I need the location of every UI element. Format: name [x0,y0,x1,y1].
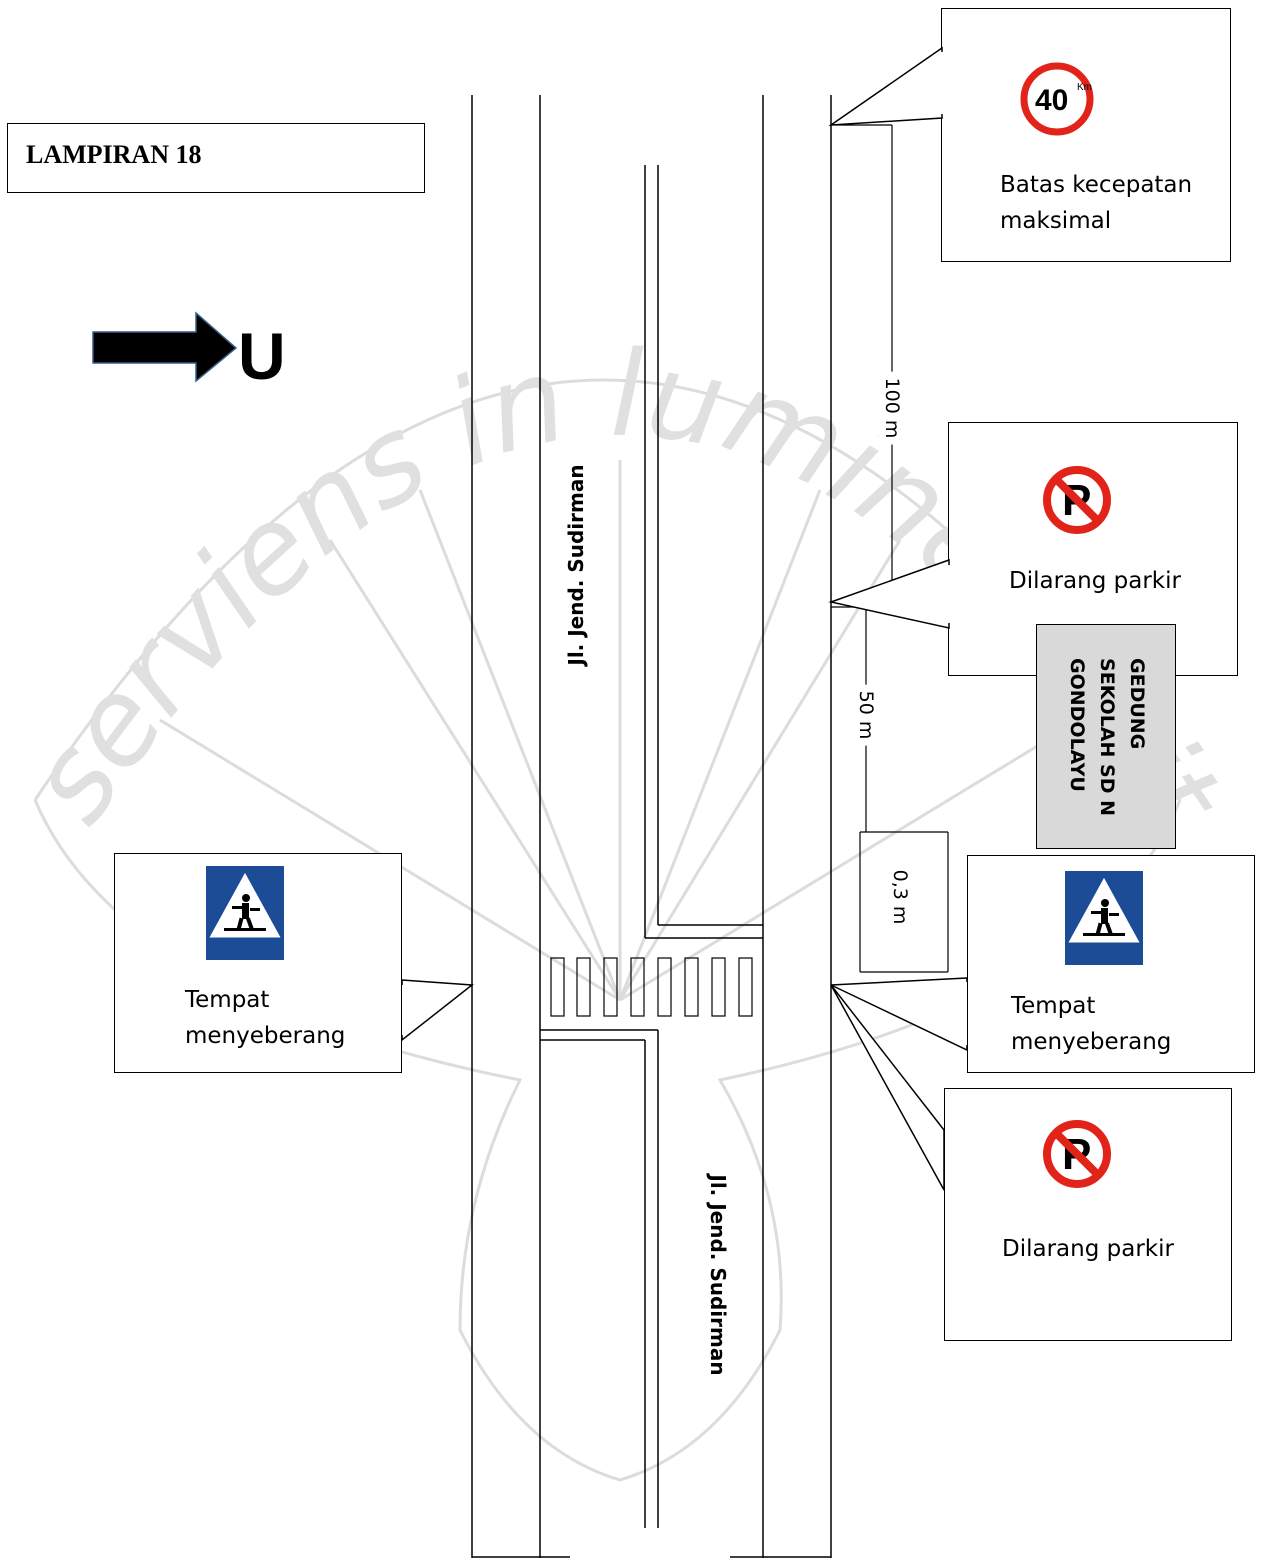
distance-50m: 50 m [853,684,879,746]
crossing-right-line2: menyeberang [1011,1029,1172,1055]
no-parking-top-label: Dilarang parkir [1009,568,1181,594]
pedestrian-crossing-icon [1065,871,1143,965]
distance-100m: 100 m [879,371,905,445]
callout-crossing-right: Tempat menyeberang [967,855,1255,1073]
no-parking-icon: P [1043,466,1111,534]
title-box: LAMPIRAN 18 [7,123,425,193]
school-line2: SEKOLAH SD N [1096,658,1118,816]
speed-label-line1: Batas kecepatan [1000,172,1193,198]
distance-guides [831,124,949,973]
crossing-right-line1: Tempat [1011,993,1096,1019]
road-name-lower: Jl. Jend. Sudirman [706,1174,730,1376]
distance-0-3m: 0,3 m [887,863,913,931]
north-letter: U [238,319,286,393]
callout-speed-limit: 40 Km Batas kecepatan maksimal [941,8,1231,262]
school-building: GEDUNG SEKOLAH SD N GONDOLAYU [1036,624,1176,849]
school-line1: GEDUNG [1126,658,1148,750]
page-title: LAMPIRAN 18 [26,140,202,169]
road-name-upper: Jl. Jend. Sudirman [564,464,588,666]
school-line3: GONDOLAYU [1066,658,1088,792]
callout-no-parking-bottom: P Dilarang parkir [944,1088,1232,1341]
speed-unit: Km [1077,82,1092,93]
crossing-left-line2: menyeberang [185,1023,346,1049]
callout-crossing-left: Tempat menyeberang [114,853,402,1073]
crossing-left-line1: Tempat [185,987,270,1013]
speed-limit-icon: 40 Km [1020,62,1094,136]
no-parking-icon: P [1043,1120,1111,1188]
zebra-crossing [550,957,753,1017]
speed-label-line2: maksimal [1000,208,1112,234]
pedestrian-crossing-icon [206,866,284,960]
no-parking-bottom-label: Dilarang parkir [1002,1236,1174,1262]
speed-value: 40 [1035,84,1068,117]
